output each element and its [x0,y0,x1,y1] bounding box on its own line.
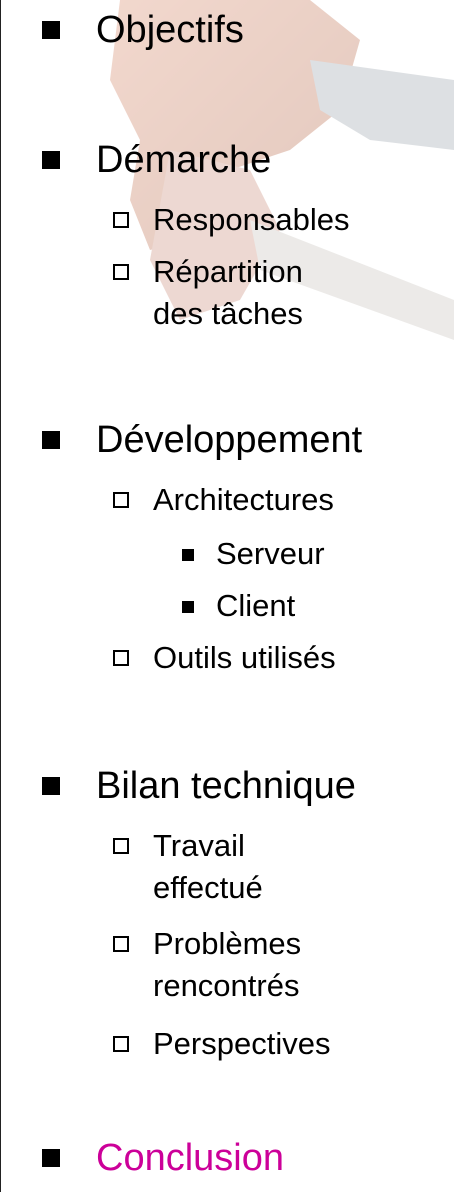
square-bullet-icon [42,431,60,449]
hollow-square-bullet-icon [113,212,129,228]
outline-item-label-line1: Répartition [153,254,303,289]
outline-item-label: Client [216,588,296,623]
hollow-square-bullet-icon [113,492,129,508]
small-square-bullet-icon [182,549,194,561]
hollow-square-bullet-icon [113,936,129,952]
hollow-square-bullet-icon [113,838,129,854]
outline-item-label-line2: rencontrés [153,968,300,1003]
hollow-square-bullet-icon [113,264,129,280]
outline-item-label: Démarche [96,139,272,181]
small-square-bullet-icon [182,601,194,613]
left-border [0,0,1,1192]
outline-item-label: Perspectives [153,1026,331,1061]
hollow-square-bullet-icon [113,650,129,666]
outline-item-label-line1: Travail [153,828,245,863]
hollow-square-bullet-icon [113,1036,129,1052]
outline-item-label: Bilan technique [96,765,356,807]
square-bullet-icon [42,151,60,169]
outline-item-label: Responsables [153,202,350,237]
outline-item-label-line2: effectué [153,870,263,905]
outline-item-label-line2: des tâches [153,296,303,331]
outline-item-label: Architectures [153,482,334,517]
outline-item-label: Conclusion [96,1137,284,1179]
outline-item-label: Objectifs [96,9,244,51]
outline-item-label-line1: Problèmes [153,926,302,961]
outline-item-label: Développement [96,419,363,461]
square-bullet-icon [42,1149,60,1167]
outline-item-label: Outils utilisés [153,640,336,675]
outline-item-label: Serveur [216,536,325,571]
background-illustration [110,0,454,340]
square-bullet-icon [42,21,60,39]
square-bullet-icon [42,777,60,795]
